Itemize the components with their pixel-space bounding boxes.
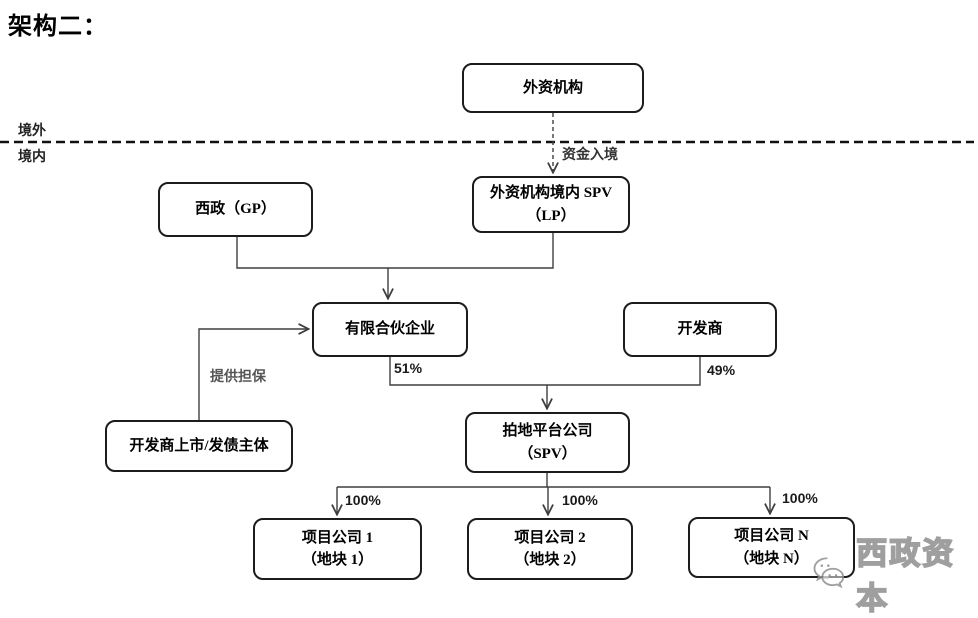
node-limited-partnership: 有限合伙企业: [312, 302, 468, 357]
node-land-platform-spv: 拍地平台公司 （SPV）: [465, 412, 630, 473]
wechat-logo-icon: [813, 557, 845, 589]
node-developer: 开发商: [623, 302, 777, 357]
pct-51-label: 51%: [394, 360, 423, 376]
node-label-line1: 拍地平台公司: [502, 423, 593, 439]
node-label: 开发商: [677, 321, 723, 338]
node-label-line1: 项目公司 1: [301, 529, 374, 546]
diagram-canvas: 架构二： 境外 境内 外资机构 西政（GP） 外资机: [0, 14, 974, 617]
pct-100-project2-label: 100%: [562, 492, 598, 508]
offshore-label: 境外: [18, 124, 46, 139]
pct-100-projectN-label: 100%: [782, 490, 818, 506]
pct-49-label: 49%: [707, 362, 736, 378]
node-project1: 项目公司 1 （地块 1）: [253, 518, 422, 580]
capital-inflow-label: 资金入境: [562, 148, 618, 163]
node-projectN: 项目公司 N （地块 N）: [688, 517, 855, 578]
node-label: 西政（GP）: [195, 201, 276, 218]
node-label-line2: （SPV）: [518, 445, 577, 462]
node-foreign-institution: 外资机构: [462, 63, 644, 113]
gp-lp-merge-line: [236, 233, 554, 269]
node-label: 开发商上市/发债主体: [129, 437, 269, 454]
node-label-line2: （地块 N）: [734, 550, 809, 567]
node-guarantor: 开发商上市/发债主体: [105, 420, 293, 472]
node-label-line2: （地块 2）: [514, 552, 586, 568]
node-label-line2: （LP）: [526, 207, 576, 224]
node-label-line1: 外资机构境内 SPV: [489, 185, 613, 201]
node-project2: 项目公司 2 （地块 2）: [467, 518, 633, 580]
node-label: 有限合伙企业: [344, 321, 435, 338]
node-label-line2: （地块 1）: [301, 552, 374, 568]
onshore-label: 境内: [18, 150, 46, 165]
page-title: 架构二：: [8, 14, 108, 40]
node-gp: 西政（GP）: [158, 182, 313, 237]
node-label: 外资机构: [522, 79, 583, 96]
node-label-line1: 项目公司 N: [734, 528, 809, 544]
ownership-merge-line: [389, 357, 701, 386]
node-label-line1: 项目公司 2: [514, 529, 586, 546]
pct-100-project1-label: 100%: [345, 492, 381, 508]
node-lp-spv: 外资机构境内 SPV （LP）: [472, 176, 630, 233]
watermark: 西政资本: [808, 528, 978, 618]
guarantee-label: 提供担保: [210, 370, 266, 385]
watermark-text: 西政资本: [855, 535, 956, 617]
